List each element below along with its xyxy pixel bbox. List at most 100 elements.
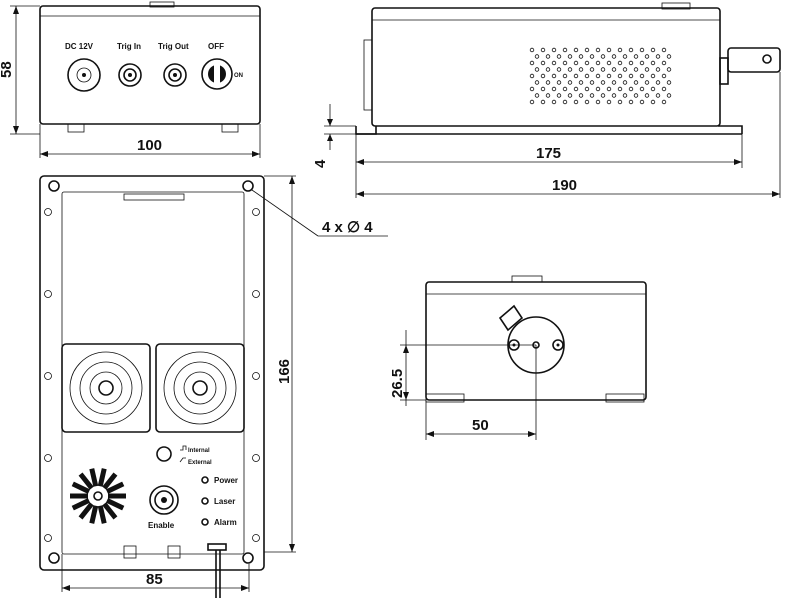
vent-hole xyxy=(639,60,645,66)
vent-hole xyxy=(589,93,595,98)
vent-hole xyxy=(540,60,546,66)
vent-hole xyxy=(595,73,601,79)
external-label: External xyxy=(188,460,212,466)
vent-hole xyxy=(606,73,612,79)
vent-hole xyxy=(600,67,606,72)
vent-hole xyxy=(534,67,540,72)
vent-hole xyxy=(622,54,628,59)
grille-slot xyxy=(89,468,99,487)
vent-hole xyxy=(628,60,634,66)
vent-hole xyxy=(666,80,672,85)
vent-hole xyxy=(622,67,628,72)
vent-hole xyxy=(606,60,612,66)
vent-hole xyxy=(639,86,645,92)
screw-icon xyxy=(44,290,52,298)
grille-slot xyxy=(78,502,94,520)
vent-hole xyxy=(622,80,628,85)
vent-hole xyxy=(567,80,573,85)
vent-hole xyxy=(644,67,650,72)
speaker-grille-icon xyxy=(70,468,126,524)
vent-hole xyxy=(595,99,601,105)
vent-hole xyxy=(529,73,535,79)
fan-right-icon xyxy=(155,343,245,433)
vent-hole xyxy=(639,73,645,79)
vent-hole xyxy=(611,67,617,72)
trig-out-label: Trig Out xyxy=(158,42,189,51)
vent-hole xyxy=(600,54,606,59)
vent-hole xyxy=(545,54,551,59)
screw-row xyxy=(44,208,260,542)
trig-out-connector-icon xyxy=(163,63,187,87)
grille-slot xyxy=(102,472,118,490)
vent-hole xyxy=(595,86,601,92)
grille-slot xyxy=(97,505,107,524)
vent-hole xyxy=(534,54,540,59)
vent-hole xyxy=(534,93,540,98)
vent-hole xyxy=(650,99,656,105)
alarm-led-icon xyxy=(201,518,209,526)
vent-hole xyxy=(628,73,634,79)
rear-height-dim: 26.5 xyxy=(389,369,406,398)
screw-icon xyxy=(252,454,260,462)
vent-hole xyxy=(584,86,590,92)
dc-label: DC 12V xyxy=(65,42,94,51)
on-label: ON xyxy=(234,73,243,79)
vent-hole xyxy=(556,54,562,59)
front-height-dim: 58 xyxy=(0,61,15,78)
vent-hole xyxy=(633,67,639,72)
screw-icon xyxy=(252,534,260,542)
grille-slot xyxy=(105,498,125,511)
screw-icon xyxy=(252,290,260,298)
vent-hole xyxy=(617,86,623,92)
dc-connector-icon xyxy=(67,58,101,92)
mount-hole-icon xyxy=(242,180,254,192)
grille-slot xyxy=(89,505,99,524)
vent-hole xyxy=(534,80,540,85)
vent-hole xyxy=(529,86,535,92)
vent-hole xyxy=(551,73,557,79)
screw-icon xyxy=(44,372,52,380)
vent-hole xyxy=(529,60,535,66)
vent-hole xyxy=(661,86,667,92)
vent-hole xyxy=(573,73,579,79)
vent-hole xyxy=(573,86,579,92)
vent-hole xyxy=(545,80,551,85)
vent-hole xyxy=(633,93,639,98)
vent-hole xyxy=(628,47,634,53)
rear-view: 26.5 50 xyxy=(389,275,647,440)
vent-hole xyxy=(600,93,606,98)
vent-hole xyxy=(617,73,623,79)
vent-hole xyxy=(628,99,634,105)
vent-hole xyxy=(644,80,650,85)
vent-hole xyxy=(644,93,650,98)
vent-hole xyxy=(556,67,562,72)
internal-label: Internal xyxy=(188,448,210,454)
vent-hole xyxy=(617,60,623,66)
laser-led-icon xyxy=(201,497,209,505)
vent-hole xyxy=(540,99,546,105)
vent-hole xyxy=(562,73,568,79)
side-total-dim: 190 xyxy=(552,177,577,194)
vent-hole xyxy=(633,54,639,59)
vent-hole xyxy=(633,80,639,85)
grille-slot xyxy=(105,481,125,494)
vent-hole xyxy=(584,73,590,79)
laser-label: Laser xyxy=(214,497,235,506)
vent-hole xyxy=(595,60,601,66)
key-switch-icon xyxy=(201,58,233,90)
flange-dim: 4 xyxy=(312,159,329,168)
vent-hole xyxy=(650,86,656,92)
vent-hole xyxy=(611,54,617,59)
rear-offset-dim: 50 xyxy=(472,417,489,434)
side-view: 4 175 190 xyxy=(312,2,781,198)
mount-hole-icon xyxy=(48,180,60,192)
side-body-dim: 175 xyxy=(536,145,561,162)
vent-hole xyxy=(639,47,645,53)
vent-hole xyxy=(589,67,595,72)
vent-hole xyxy=(529,99,535,105)
vent-hole xyxy=(529,47,535,53)
enable-switch-icon xyxy=(149,485,179,515)
vent-hole xyxy=(567,93,573,98)
vent-hole xyxy=(584,47,590,53)
vent-hole xyxy=(622,93,628,98)
